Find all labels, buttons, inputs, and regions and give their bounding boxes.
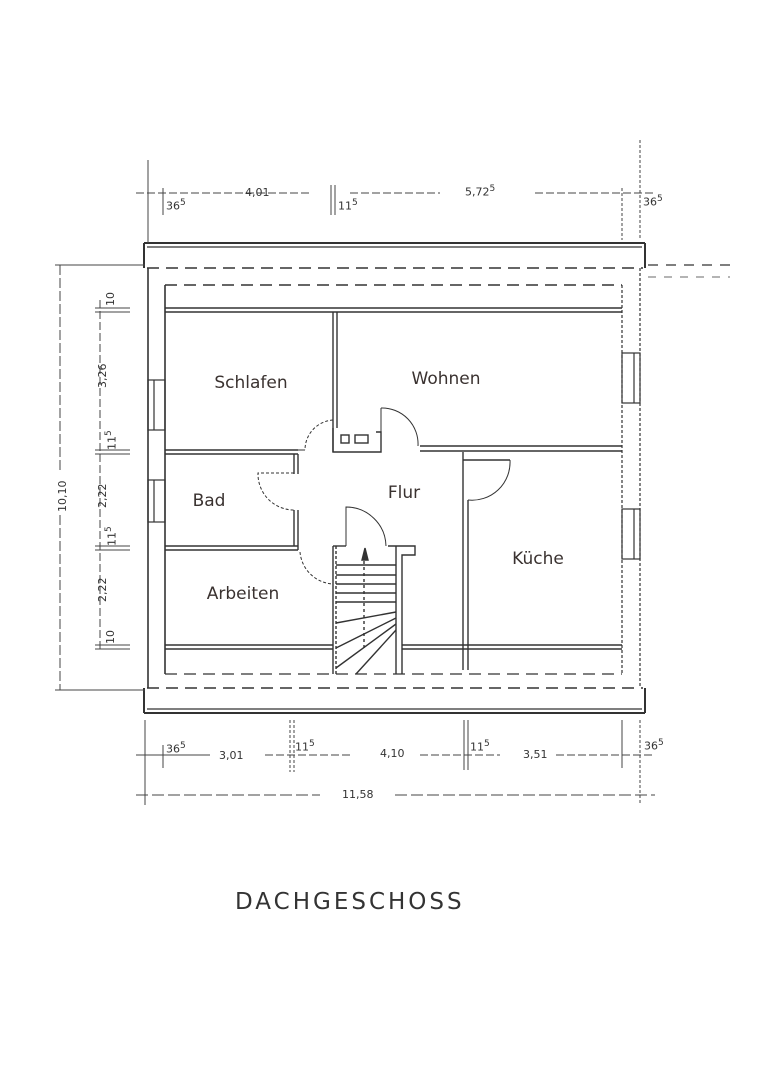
dim-top-span1: 4,01	[245, 186, 270, 199]
room-label-schlafen: Schlafen	[214, 373, 288, 393]
dim-bottom-wall-mid2: 115	[470, 739, 490, 754]
dim-left-bottom-wall: 10	[104, 630, 117, 644]
room-label-flur: Flur	[387, 483, 421, 503]
door-swings	[257, 407, 511, 585]
room-label-bad: Bad	[192, 491, 226, 511]
dim-left-span2: 2,22	[96, 483, 109, 509]
outer-walls	[143, 242, 730, 714]
dim-bottom-span3: 3,51	[523, 748, 548, 761]
dim-bottom-span1: 3,01	[219, 749, 244, 762]
dim-left-span1: 3,26	[96, 363, 109, 389]
dim-top-span2: 5,725	[465, 184, 496, 199]
dim-bottom-total: 11,58	[342, 788, 374, 801]
dim-bottom-wall-mid1: 115	[295, 739, 315, 754]
room-label-wohnen: Wohnen	[411, 369, 481, 389]
dim-left-span3: 2,22	[96, 577, 109, 603]
dim-bottom-wall-right: 365	[644, 738, 664, 753]
dim-bottom-span2: 4,10	[380, 747, 405, 760]
room-label-kueche: Küche	[512, 549, 564, 569]
dim-bottom-wall-left: 365	[166, 741, 186, 756]
dim-left-wall1: 115	[104, 430, 119, 450]
dim-top-wall-mid: 115	[338, 198, 358, 213]
dim-left-total: 10,10	[56, 480, 69, 513]
dim-left-top-wall: 10	[104, 292, 117, 306]
room-label-arbeiten: Arbeiten	[206, 584, 280, 604]
dim-left-wall2: 115	[104, 526, 119, 546]
dimension-lines	[55, 140, 655, 805]
interior-walls	[165, 307, 622, 675]
dim-top-wall-right: 365	[643, 194, 663, 209]
floor-title: DACHGESCHOSS	[235, 889, 465, 915]
dim-top-wall-left: 365	[166, 198, 186, 213]
windows	[147, 352, 641, 560]
